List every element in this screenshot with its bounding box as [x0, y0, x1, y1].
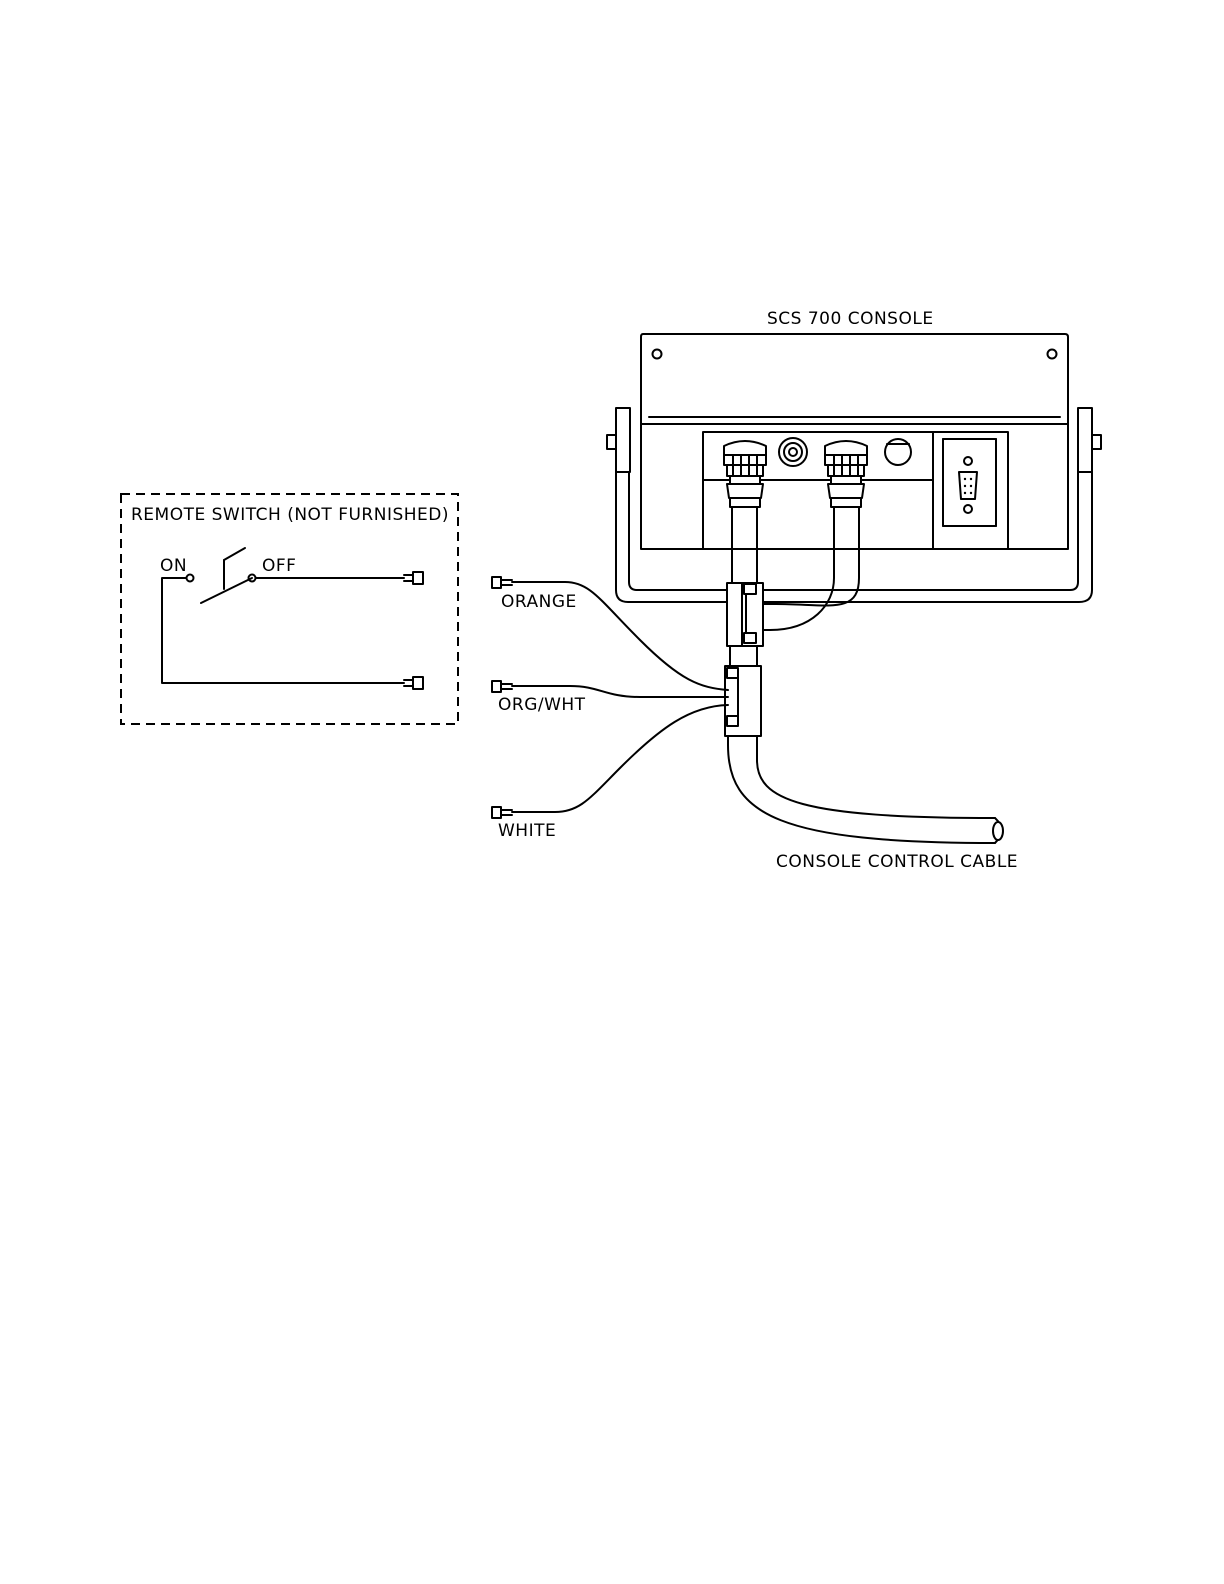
wire-white: WHITE	[492, 705, 728, 841]
panel-screw-right	[1048, 350, 1057, 359]
remote-switch-box: REMOTE SWITCH (NOT FURNISHED) ON OFF	[121, 494, 458, 724]
wire-org-wht-label: ORG/WHT	[498, 695, 586, 715]
bracket-knob-left	[616, 408, 630, 472]
switch-terminal-top	[404, 572, 423, 584]
remote-switch-dashed-border	[121, 494, 458, 724]
remote-switch-label: REMOTE SWITCH (NOT FURNISHED)	[131, 505, 449, 525]
console-control-cable-label: CONSOLE CONTROL CABLE	[776, 852, 1018, 872]
wire-orange-label: ORANGE	[501, 592, 577, 612]
panel-screw-left	[653, 350, 662, 359]
bracket-knob-right	[1078, 408, 1092, 472]
wire-white-label: WHITE	[498, 821, 556, 841]
switch-symbol	[187, 548, 256, 603]
switch-wiring	[162, 572, 423, 689]
connector-right	[825, 441, 867, 507]
switch-off-label: OFF	[262, 556, 296, 576]
breakout-wires: ORANGE ORG/WHT WHITE	[492, 577, 728, 841]
cable-junction-lower	[725, 666, 761, 736]
switch-on-label: ON	[160, 556, 187, 576]
wire-org-wht: ORG/WHT	[492, 681, 728, 715]
console-front-panel	[641, 334, 1068, 424]
cable-junction-upper	[727, 583, 763, 646]
connector-left	[724, 441, 766, 507]
console-title: SCS 700 CONSOLE	[767, 309, 934, 329]
cable-end	[993, 822, 1003, 840]
round-port-plug	[885, 439, 911, 465]
wire-orange: ORANGE	[492, 577, 728, 690]
switch-terminal-bottom	[404, 677, 423, 689]
round-port-small	[779, 438, 807, 466]
